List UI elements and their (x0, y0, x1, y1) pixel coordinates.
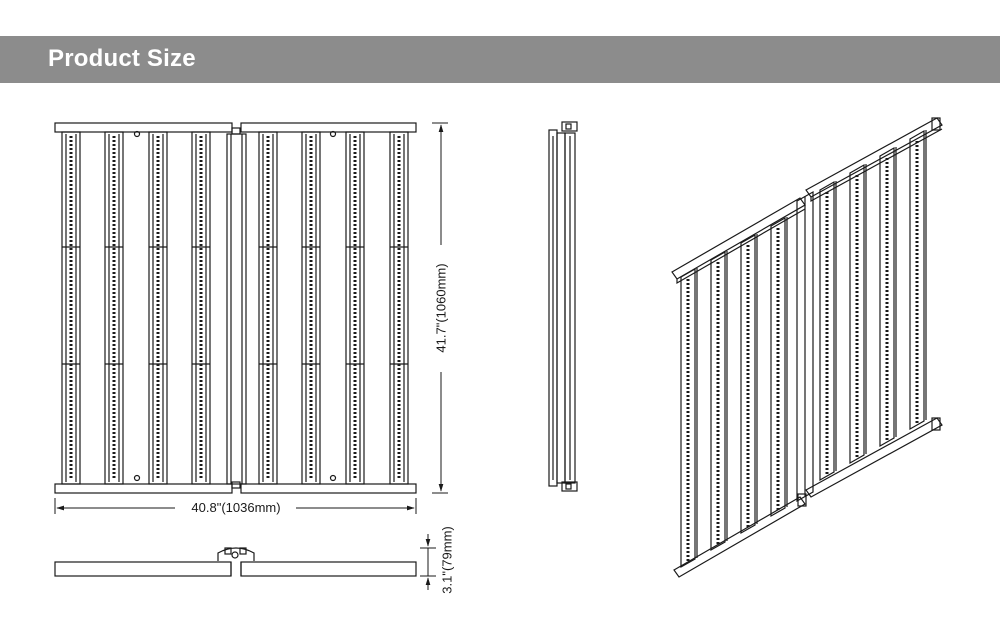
led-bar (258, 131, 278, 485)
mount-hole (329, 130, 337, 138)
led-bar (770, 216, 788, 518)
led-bar (148, 131, 168, 485)
mount-hole (133, 130, 141, 138)
bottom-view (54, 547, 417, 577)
led-bar (301, 131, 321, 485)
isometric-view (671, 117, 943, 578)
led-bar (819, 180, 837, 482)
depth-dimension (420, 534, 436, 590)
led-bar (389, 131, 409, 485)
mount-hole (329, 474, 337, 482)
depth-label: 3.1"(79mm) (440, 526, 455, 593)
page-title: Product Size (48, 45, 196, 72)
width-label: 40.8"(1036mm) (191, 500, 280, 515)
led-bar (104, 131, 124, 485)
front-view (54, 122, 417, 494)
width-dimension (54, 498, 417, 514)
led-bar (849, 163, 867, 465)
mount-hole (133, 474, 141, 482)
led-bar (680, 267, 698, 569)
led-bar (909, 129, 927, 431)
height-dimension (432, 122, 448, 494)
header-bar: Product Size (0, 36, 1000, 83)
led-bar (191, 131, 211, 485)
height-label: 41.7"(1060mm) (434, 263, 449, 352)
led-bar (740, 233, 758, 535)
led-bar (61, 131, 81, 485)
bottom-rail-left (54, 483, 233, 494)
bottom-rail-right (240, 483, 417, 494)
side-view (548, 121, 578, 492)
top-rail-right (240, 122, 417, 133)
led-bar (345, 131, 365, 485)
center-hinge (226, 133, 247, 485)
top-rail-left (54, 122, 233, 133)
led-bar (710, 250, 728, 552)
led-bar (879, 146, 897, 448)
